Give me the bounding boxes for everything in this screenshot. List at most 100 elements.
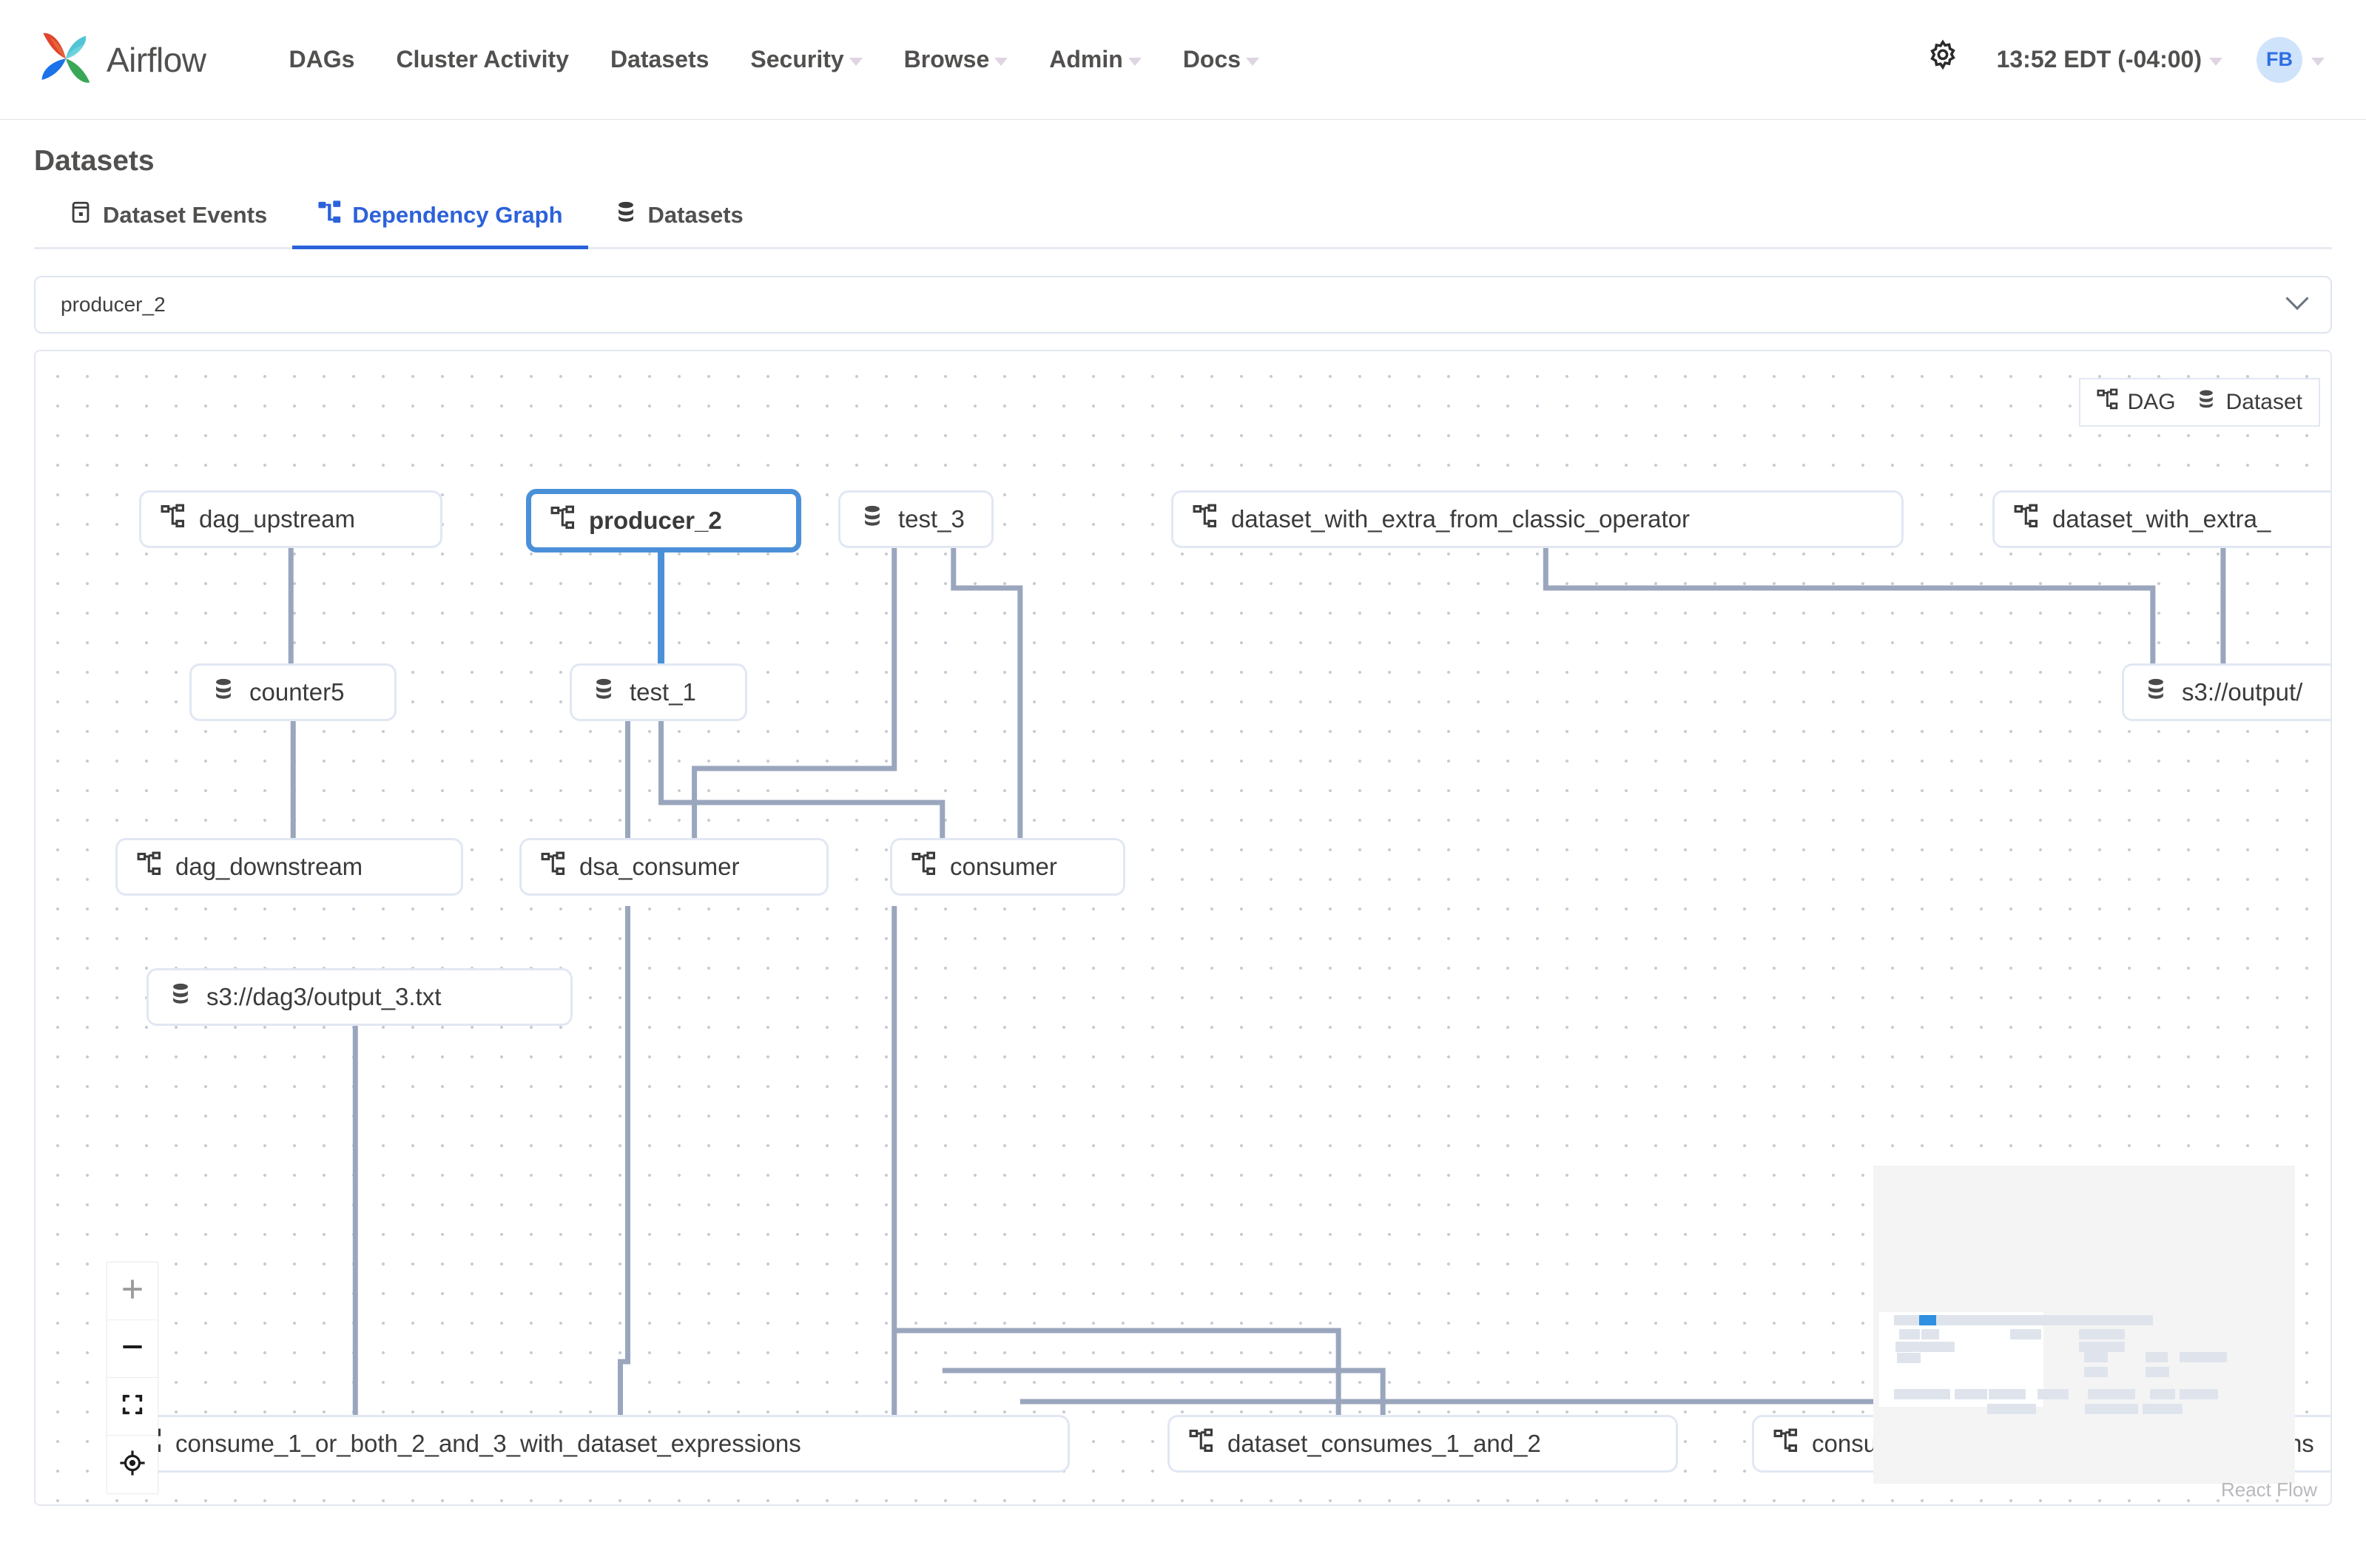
graph-node-consume_1_or_both_2_and_3_with_dataset_expressions[interactable]: consume_1_or_both_2_and_3_with_dataset_e… <box>115 1415 1070 1473</box>
minimap-node <box>2146 1367 2169 1377</box>
dag-dataset-filter-select[interactable]: producer_2 <box>34 276 2332 334</box>
plus-icon <box>118 1275 146 1307</box>
chevron-down-icon <box>2209 58 2222 66</box>
graph-node-dataset_with_extra_from_classic_operator[interactable]: dataset_with_extra_from_classic_operator <box>1171 490 1904 548</box>
minimap-node <box>2025 1329 2041 1339</box>
graph-node-dataset_with_extra_using_taskflow[interactable]: dataset_with_extra_ <box>1992 490 2330 548</box>
clock-label: 13:52 EDT (-04:00) <box>1996 46 2202 72</box>
minimap-node <box>1919 1342 1943 1352</box>
graph-node-counter5[interactable]: counter5 <box>189 663 397 721</box>
graph-node-label: s3://dag3/output_3.txt <box>206 983 442 1010</box>
minimap-node <box>1894 1389 1950 1399</box>
graph-controls <box>107 1262 158 1494</box>
chevron-down-icon <box>849 58 863 66</box>
nav-item-admin[interactable]: Admin <box>1028 38 1162 81</box>
graph-node-label: producer_2 <box>589 507 722 534</box>
toggle-interactivity-button[interactable] <box>107 1436 158 1493</box>
graph-node-test_3[interactable]: test_3 <box>838 490 994 548</box>
chevron-down-icon <box>994 58 1008 66</box>
tab-dependency-graph[interactable]: Dependency Graph <box>292 194 588 249</box>
tab-bar: Dataset Events Dependency Graph <box>34 194 2332 249</box>
minimap-node <box>2180 1389 2218 1399</box>
nav-item-dags[interactable]: DAGs <box>269 38 376 81</box>
graph-node-dsa_consumer[interactable]: dsa_consumer <box>519 838 829 896</box>
legend-label: DAG <box>2127 390 2176 414</box>
database-icon <box>2143 677 2168 708</box>
minimap-node <box>2088 1389 2135 1399</box>
brand-home-link[interactable]: Airflow <box>33 27 206 93</box>
graph-node-label: dataset_with_extra_from_classic_operator <box>1231 505 1690 533</box>
minimap-node <box>2085 1404 2138 1414</box>
minimap-node <box>2084 1367 2108 1377</box>
graph-node-test_1[interactable]: test_1 <box>570 663 747 721</box>
graph-node-s3_output[interactable]: s3://output/ <box>2122 663 2330 721</box>
database-icon <box>613 200 638 231</box>
dag-icon <box>1189 1428 1214 1459</box>
graph-node-label: dsa_consumer <box>579 853 740 880</box>
calendar-icon <box>68 200 93 231</box>
brand-name: Airflow <box>107 40 206 79</box>
minimap-node <box>2038 1315 2079 1325</box>
minimap-node <box>1955 1389 1987 1399</box>
nav-item-label: Datasets <box>610 46 710 72</box>
minimap-node <box>1989 1389 2026 1399</box>
minimap-node <box>2079 1342 2125 1352</box>
select-value: producer_2 <box>61 293 166 316</box>
nav-item-cluster-activity[interactable]: Cluster Activity <box>375 38 590 81</box>
gear-icon <box>1924 39 1961 80</box>
nav-item-label: Cluster Activity <box>396 46 569 72</box>
minimap-node <box>1921 1329 1939 1339</box>
minimap-node <box>2180 1352 2227 1362</box>
graph-node-label: consumer <box>950 853 1057 880</box>
graph-node-label: counter5 <box>249 678 345 706</box>
graph-minimap[interactable] <box>1873 1166 2295 1484</box>
nav-item-security[interactable]: Security <box>729 38 883 81</box>
nav-item-label: Browse <box>903 46 990 72</box>
graph-node-label: test_1 <box>630 678 696 706</box>
nav-item-label: Docs <box>1182 46 1241 72</box>
database-icon <box>860 504 885 535</box>
graph-node-label: dag_upstream <box>199 505 355 533</box>
page-body: Datasets Dataset Events <box>0 120 2366 1506</box>
zoom-in-button[interactable] <box>107 1263 158 1320</box>
settings-button[interactable] <box>1905 32 1981 87</box>
tab-label: Datasets <box>647 202 744 228</box>
graph-node-label: test_3 <box>898 505 965 533</box>
dependency-graph-canvas[interactable]: DAG Dataset dag_upstream producer_2 test_3… <box>34 350 2332 1506</box>
graph-node-s3_dag3_output_3[interactable]: s3://dag3/output_3.txt <box>146 968 573 1026</box>
database-icon <box>211 677 236 708</box>
graph-node-consumer[interactable]: consumer <box>890 838 1125 896</box>
dag-icon <box>550 505 576 536</box>
nav-item-docs[interactable]: Docs <box>1162 38 1280 81</box>
tab-label: Dataset Events <box>103 202 268 228</box>
tab-dataset-events[interactable]: Dataset Events <box>43 194 292 249</box>
page-title: Datasets <box>34 145 155 177</box>
chevron-down-icon <box>1128 58 1142 66</box>
tab-datasets[interactable]: Datasets <box>588 194 769 249</box>
minimap-node <box>1987 1404 2036 1414</box>
chevron-down-icon <box>2311 58 2325 66</box>
graph-nodes-icon <box>317 200 343 231</box>
graph-node-dataset_consumes_1_and_2[interactable]: dataset_consumes_1_and_2 <box>1167 1415 1678 1473</box>
dag-icon <box>2097 388 2119 416</box>
user-menu[interactable]: FB <box>2239 30 2336 90</box>
graph-node-dag_upstream[interactable]: dag_upstream <box>139 490 442 548</box>
minimap-node <box>1899 1329 1920 1339</box>
avatar: FB <box>2257 36 2302 83</box>
legend-item-dataset: Dataset <box>2195 388 2302 416</box>
legend-label: Dataset <box>2225 390 2302 414</box>
zoom-out-button[interactable] <box>107 1320 158 1378</box>
minus-icon <box>118 1333 146 1365</box>
minimap-node <box>1897 1353 1921 1363</box>
minimap-node <box>2143 1404 2183 1414</box>
graph-node-label: consume_1_or_both_2_and_3_with_dataset_e… <box>175 1430 801 1457</box>
graph-node-dag_downstream[interactable]: dag_downstream <box>115 838 463 896</box>
nav-item-datasets[interactable]: Datasets <box>590 38 729 81</box>
graph-node-producer_2[interactable]: producer_2 <box>526 489 801 552</box>
fit-view-button[interactable] <box>107 1378 158 1436</box>
react-flow-attribution[interactable]: React Flow <box>2220 1479 2317 1501</box>
timezone-selector[interactable]: 13:52 EDT (-04:00) <box>1981 38 2239 81</box>
airflow-pinwheel-logo <box>33 27 99 93</box>
minimap-node <box>2146 1352 2168 1362</box>
nav-item-browse[interactable]: Browse <box>883 38 1029 81</box>
